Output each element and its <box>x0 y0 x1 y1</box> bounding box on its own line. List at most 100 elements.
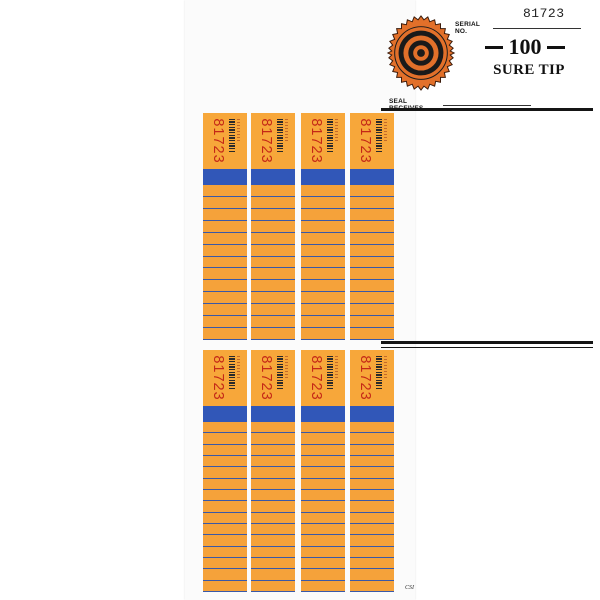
pull-tab[interactable] <box>203 292 247 305</box>
pull-tab[interactable] <box>203 512 247 524</box>
pull-tab[interactable] <box>203 244 247 257</box>
pull-tab[interactable] <box>203 467 247 479</box>
pull-tab[interactable] <box>301 580 345 592</box>
pull-tab[interactable] <box>350 232 394 245</box>
pull-tab[interactable] <box>251 244 295 257</box>
pull-tab[interactable] <box>301 196 345 209</box>
pull-tab[interactable] <box>350 467 394 479</box>
pull-tab[interactable] <box>350 316 394 329</box>
pull-tab[interactable] <box>301 456 345 468</box>
pull-tab[interactable] <box>251 467 295 479</box>
pull-tab[interactable] <box>251 185 295 197</box>
pull-tab[interactable] <box>251 292 295 305</box>
pull-tab[interactable] <box>203 316 247 329</box>
pull-tab[interactable] <box>203 444 247 456</box>
pull-tab[interactable] <box>301 268 345 281</box>
ticket-strip[interactable]: 81723 <box>251 350 295 592</box>
ticket-strip[interactable]: 81723 <box>301 350 345 592</box>
pull-tab[interactable] <box>350 185 394 197</box>
pull-tab[interactable] <box>350 256 394 269</box>
pull-tab[interactable] <box>251 501 295 513</box>
pull-tab[interactable] <box>350 512 394 524</box>
pull-tab[interactable] <box>203 256 247 269</box>
pull-tab[interactable] <box>203 220 247 233</box>
pull-tab[interactable] <box>203 280 247 293</box>
pull-tab[interactable] <box>301 328 345 340</box>
ticket-strip[interactable]: 81723 <box>350 350 394 592</box>
pull-tab[interactable] <box>203 558 247 570</box>
pull-tab[interactable] <box>251 490 295 502</box>
pull-tab[interactable] <box>350 456 394 468</box>
pull-tab[interactable] <box>251 524 295 536</box>
pull-tab[interactable] <box>301 444 345 456</box>
pull-tab[interactable] <box>301 256 345 269</box>
pull-tab[interactable] <box>350 524 394 536</box>
ticket-strip[interactable]: 81723 <box>203 113 247 340</box>
pull-tab[interactable] <box>203 535 247 547</box>
pull-tab[interactable] <box>251 478 295 490</box>
pull-tab[interactable] <box>251 433 295 445</box>
ticket-strip[interactable]: 81723 <box>251 113 295 340</box>
pull-tab[interactable] <box>251 456 295 468</box>
pull-tab[interactable] <box>350 280 394 293</box>
pull-tab[interactable] <box>350 244 394 257</box>
pull-tab[interactable] <box>350 569 394 581</box>
pull-tab[interactable] <box>251 208 295 221</box>
pull-tab[interactable] <box>251 220 295 233</box>
pull-tab[interactable] <box>350 292 394 305</box>
ticket-strip[interactable]: 81723 <box>350 113 394 340</box>
pull-tab[interactable] <box>251 512 295 524</box>
pull-tab[interactable] <box>203 196 247 209</box>
pull-tab[interactable] <box>203 268 247 281</box>
pull-tab[interactable] <box>203 422 247 434</box>
pull-tab[interactable] <box>301 422 345 434</box>
pull-tab[interactable] <box>350 501 394 513</box>
pull-tab[interactable] <box>350 444 394 456</box>
pull-tab[interactable] <box>301 467 345 479</box>
pull-tab[interactable] <box>350 220 394 233</box>
pull-tab[interactable] <box>203 328 247 340</box>
pull-tab[interactable] <box>301 546 345 558</box>
pull-tab[interactable] <box>251 328 295 340</box>
pull-tab[interactable] <box>203 501 247 513</box>
pull-tab[interactable] <box>350 268 394 281</box>
pull-tab[interactable] <box>301 292 345 305</box>
pull-tab[interactable] <box>301 478 345 490</box>
pull-tab[interactable] <box>203 569 247 581</box>
pull-tab[interactable] <box>251 304 295 317</box>
pull-tab[interactable] <box>301 524 345 536</box>
pull-tab[interactable] <box>301 512 345 524</box>
pull-tab[interactable] <box>203 232 247 245</box>
pull-tab[interactable] <box>203 546 247 558</box>
pull-tab[interactable] <box>350 558 394 570</box>
pull-tab[interactable] <box>203 524 247 536</box>
pull-tab[interactable] <box>301 558 345 570</box>
pull-tab[interactable] <box>251 316 295 329</box>
pull-tab[interactable] <box>203 580 247 592</box>
pull-tab[interactable] <box>251 280 295 293</box>
pull-tab[interactable] <box>251 444 295 456</box>
pull-tab[interactable] <box>251 256 295 269</box>
pull-tab[interactable] <box>203 304 247 317</box>
pull-tab[interactable] <box>350 433 394 445</box>
pull-tab[interactable] <box>301 304 345 317</box>
pull-tab[interactable] <box>251 558 295 570</box>
pull-tab[interactable] <box>301 535 345 547</box>
pull-tab[interactable] <box>350 478 394 490</box>
pull-tab[interactable] <box>251 232 295 245</box>
pull-tab[interactable] <box>350 535 394 547</box>
pull-tab[interactable] <box>301 490 345 502</box>
pull-tab[interactable] <box>301 208 345 221</box>
pull-tab[interactable] <box>251 569 295 581</box>
pull-tab[interactable] <box>350 196 394 209</box>
pull-tab[interactable] <box>301 185 345 197</box>
pull-tab[interactable] <box>203 433 247 445</box>
pull-tab[interactable] <box>203 185 247 197</box>
pull-tab[interactable] <box>350 422 394 434</box>
pull-tab[interactable] <box>203 490 247 502</box>
pull-tab[interactable] <box>350 208 394 221</box>
pull-tab[interactable] <box>251 535 295 547</box>
pull-tab[interactable] <box>251 580 295 592</box>
pull-tab[interactable] <box>301 220 345 233</box>
pull-tab[interactable] <box>350 490 394 502</box>
